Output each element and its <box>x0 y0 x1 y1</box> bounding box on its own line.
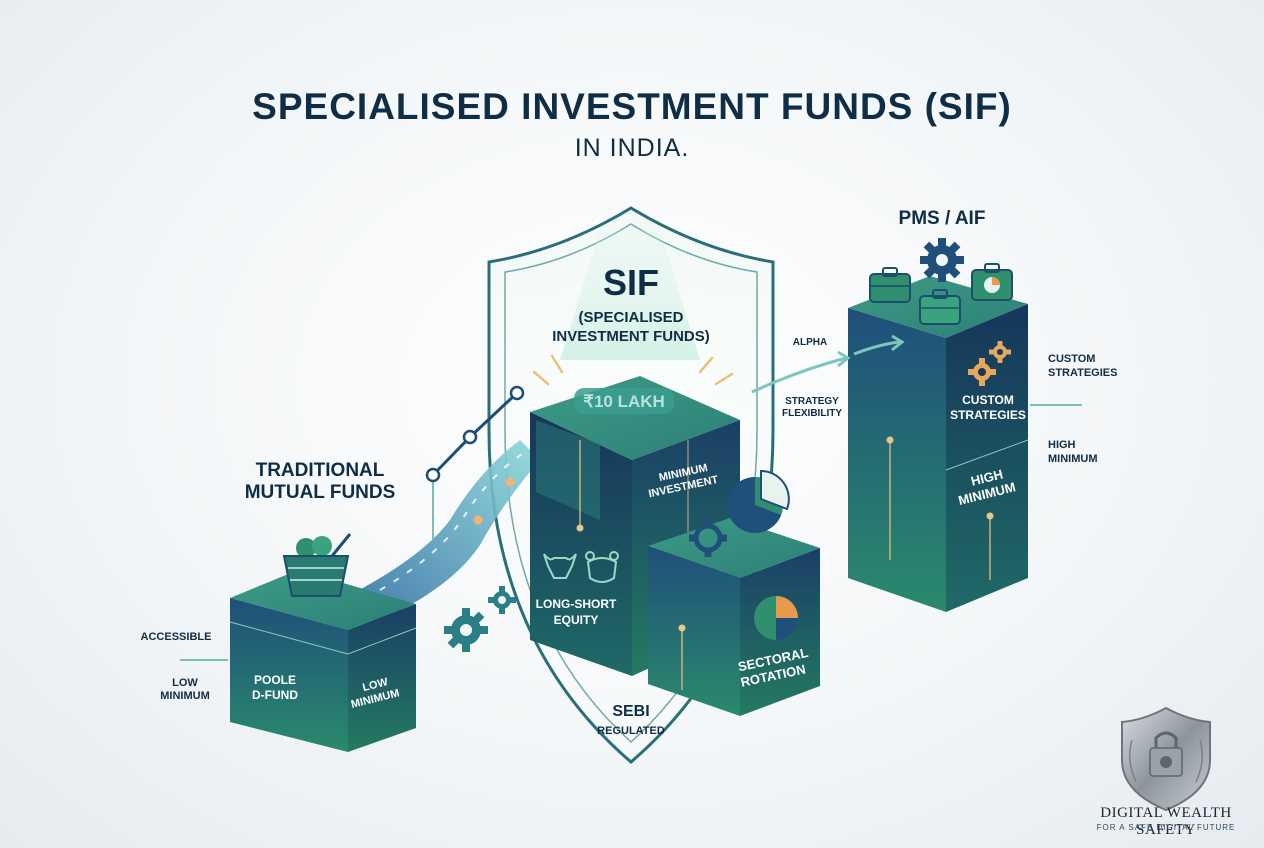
sif-regulated: REGULATED <box>597 725 665 737</box>
growth-river <box>340 440 540 625</box>
pie-chart-icon <box>754 596 798 640</box>
gear-icon <box>989 341 1011 363</box>
bear-icon <box>585 551 619 583</box>
low-minimum-label-line2: MINIMUM <box>160 690 210 702</box>
sif-full-line2: INVESTMENT FUNDS) <box>552 328 710 345</box>
sif-amount: ₹10 LAKH <box>583 392 665 411</box>
sif-tall-box <box>530 376 740 676</box>
strategy-flexibility-line2: FLEXIBILITY <box>782 408 842 419</box>
gear-icon <box>968 358 996 386</box>
side-high-minimum-line2: MINIMUM <box>1048 453 1098 465</box>
page-title: SPECIALISED INVESTMENT FUNDS (SIF) <box>252 86 1012 127</box>
arrow-icon <box>751 334 905 394</box>
pms-aif-heading: PMS / AIF <box>899 208 986 229</box>
gear-icon <box>488 586 516 614</box>
sif-strategy1-line1: LONG-SHORT <box>536 597 617 611</box>
pooled-fund-line1: POOLE <box>254 673 296 687</box>
brand-tagline: FOR A SAFE DIGITAL FUTURE <box>1096 823 1236 832</box>
box-custom-strategies-line2: STRATEGIES <box>950 408 1026 422</box>
sif-full-line1: (SPECIALISED <box>578 309 683 326</box>
alpha-label: ALPHA <box>793 337 827 348</box>
gear-icon <box>689 519 727 557</box>
sif-heading: SIF <box>603 262 659 303</box>
mutual-funds-heading-line2: MUTUAL FUNDS <box>245 482 396 503</box>
accessible-label: ACCESSIBLE <box>141 631 212 643</box>
strategy-flexibility-line1: STRATEGY <box>785 396 839 407</box>
sif-regulator: SEBI <box>612 703 649 720</box>
brand-logo <box>1121 706 1211 812</box>
growth-line <box>425 385 525 540</box>
mutual-funds-heading-line1: TRADITIONAL <box>256 460 385 481</box>
brand-name: DIGITAL WEALTH SAFETY <box>1100 805 1232 838</box>
briefcase-icon <box>869 267 911 303</box>
side-custom-strategies-line1: CUSTOM <box>1048 353 1095 365</box>
briefcase-icon <box>919 289 961 325</box>
page-subtitle: IN INDIA. <box>574 134 690 162</box>
glow-rays <box>532 354 734 386</box>
pie-chart-icon <box>727 469 790 533</box>
pms-aif-box <box>848 276 1029 612</box>
side-high-minimum-line1: HIGH <box>1048 439 1076 451</box>
bull-icon <box>543 553 577 579</box>
box-custom-strategies-line1: CUSTOM <box>962 393 1014 407</box>
basket-icon <box>282 533 352 597</box>
pooled-fund-line2: D-FUND <box>252 688 298 702</box>
gear-icon <box>444 608 488 652</box>
mutual-funds-box <box>229 570 417 752</box>
side-custom-strategies-line2: STRATEGIES <box>1048 367 1117 379</box>
gear-icon <box>920 238 964 282</box>
briefcase-icon <box>971 263 1013 301</box>
sif-strategy1-line2: EQUITY <box>554 613 599 627</box>
low-minimum-label-line1: LOW <box>172 677 198 689</box>
